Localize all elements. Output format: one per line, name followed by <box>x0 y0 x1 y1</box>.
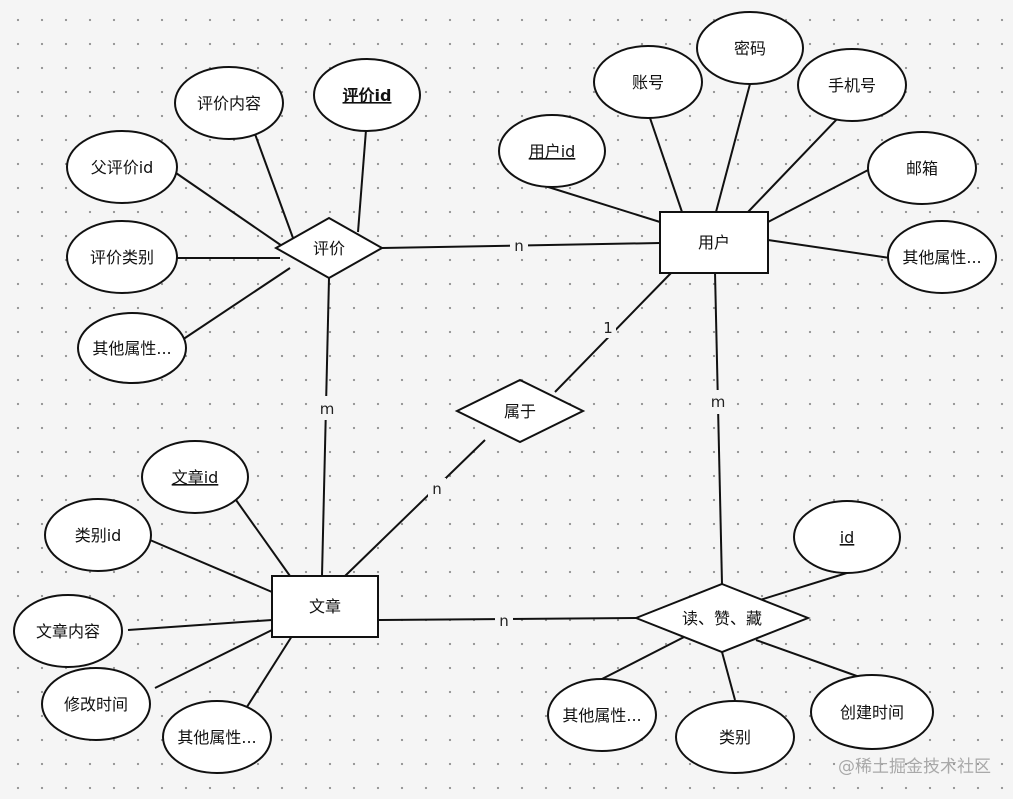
attr-phone-label: 手机号 <box>828 76 876 95</box>
entity-user[interactable]: 用户 <box>659 211 769 274</box>
relationship-review[interactable]: 评价 <box>273 216 385 280</box>
attr-password[interactable]: 密码 <box>696 11 804 85</box>
card-interact-user: m <box>711 393 726 411</box>
cardinality-labels: n m 1 n m n <box>316 234 729 632</box>
entity-article-label: 文章 <box>309 597 341 616</box>
edge-password <box>715 83 751 213</box>
edge-review-id <box>357 129 367 233</box>
attr-user-other[interactable]: 其他属性... <box>887 220 997 294</box>
edge-review-article <box>321 277 330 577</box>
attr-interact-id-label: id <box>840 528 855 547</box>
attr-article-id[interactable]: 文章id <box>141 440 249 514</box>
edge-interact-user <box>714 271 723 585</box>
edge-review-other <box>181 267 291 341</box>
attr-password-label: 密码 <box>734 39 766 58</box>
attr-article-content[interactable]: 文章内容 <box>13 594 123 668</box>
attr-review-other-label: 其他属性... <box>92 339 171 358</box>
attr-user-other-label: 其他属性... <box>902 248 981 267</box>
attr-account-label: 账号 <box>632 73 664 92</box>
attr-email-label: 邮箱 <box>906 159 938 178</box>
edge-account <box>649 117 683 213</box>
attr-review-content-label: 评价内容 <box>197 94 261 113</box>
edge-review-content <box>254 133 294 239</box>
attr-review-id[interactable]: 评价id <box>313 58 421 132</box>
relationship-belongs[interactable]: 属于 <box>454 378 586 444</box>
attr-review-id-label: 评价id <box>343 86 392 105</box>
edge-belongs-article <box>344 439 486 577</box>
attr-account[interactable]: 账号 <box>593 45 703 119</box>
attr-article-id-label: 文章id <box>172 468 219 487</box>
relationship-review-label: 评价 <box>313 239 345 258</box>
card-belongs-article: n <box>432 480 442 498</box>
attr-article-other[interactable]: 其他属性... <box>162 700 272 774</box>
attr-interact-id[interactable]: id <box>793 500 901 574</box>
attr-user-id[interactable]: 用户id <box>498 114 606 188</box>
edge-email <box>767 167 873 223</box>
attr-create-time-label: 创建时间 <box>840 703 904 722</box>
edge-category-id <box>149 539 273 593</box>
attr-create-time[interactable]: 创建时间 <box>810 674 934 750</box>
card-interact-article: n <box>499 612 509 630</box>
attr-email[interactable]: 邮箱 <box>867 131 977 205</box>
attr-review-type[interactable]: 评价类别 <box>66 220 178 294</box>
edge-article-content <box>127 619 273 631</box>
attr-review-type-label: 评价类别 <box>90 248 154 267</box>
edge-article-other <box>244 635 293 711</box>
attr-user-id-label: 用户id <box>529 142 576 161</box>
attr-article-content-label: 文章内容 <box>36 622 100 641</box>
edge-interact-other <box>599 634 689 681</box>
attr-parent-review-id-label: 父评价id <box>91 158 154 177</box>
attr-phone[interactable]: 手机号 <box>797 48 907 122</box>
card-review-article: m <box>320 400 335 418</box>
attr-interact-other[interactable]: 其他属性... <box>547 678 657 752</box>
attr-interact-type[interactable]: 类别 <box>675 700 795 774</box>
edge-interact-id <box>759 571 851 601</box>
attr-category-id[interactable]: 类别id <box>44 498 152 572</box>
attr-article-other-label: 其他属性... <box>177 728 256 747</box>
edge-phone <box>747 117 839 213</box>
edge-create-time <box>755 639 869 681</box>
attr-interact-type-label: 类别 <box>719 728 751 747</box>
relationship-interact[interactable]: 读、赞、藏 <box>633 582 811 654</box>
attr-review-other[interactable]: 其他属性... <box>77 312 187 384</box>
attr-parent-review-id[interactable]: 父评价id <box>66 130 178 204</box>
card-review-user: n <box>514 237 524 255</box>
attr-review-content[interactable]: 评价内容 <box>174 66 284 140</box>
edge-interact-type <box>721 651 736 701</box>
attr-category-id-label: 类别id <box>75 526 122 545</box>
edge-parent-review-id <box>175 172 286 249</box>
relationship-interact-label: 读、赞、藏 <box>682 609 762 628</box>
attr-interact-other-label: 其他属性... <box>562 706 641 725</box>
attr-modify-time-label: 修改时间 <box>64 695 128 714</box>
relationship-belongs-label: 属于 <box>504 402 536 421</box>
edge-article-id <box>235 499 291 577</box>
edge-user-id <box>544 185 661 223</box>
card-belongs-user: 1 <box>603 319 613 337</box>
watermark: @稀土掘金技术社区 <box>838 757 991 777</box>
edge-user-other <box>767 239 891 259</box>
attr-modify-time[interactable]: 修改时间 <box>41 667 151 741</box>
edge-modify-time <box>154 629 273 689</box>
entity-article[interactable]: 文章 <box>271 575 379 638</box>
entity-user-label: 用户 <box>698 233 730 252</box>
